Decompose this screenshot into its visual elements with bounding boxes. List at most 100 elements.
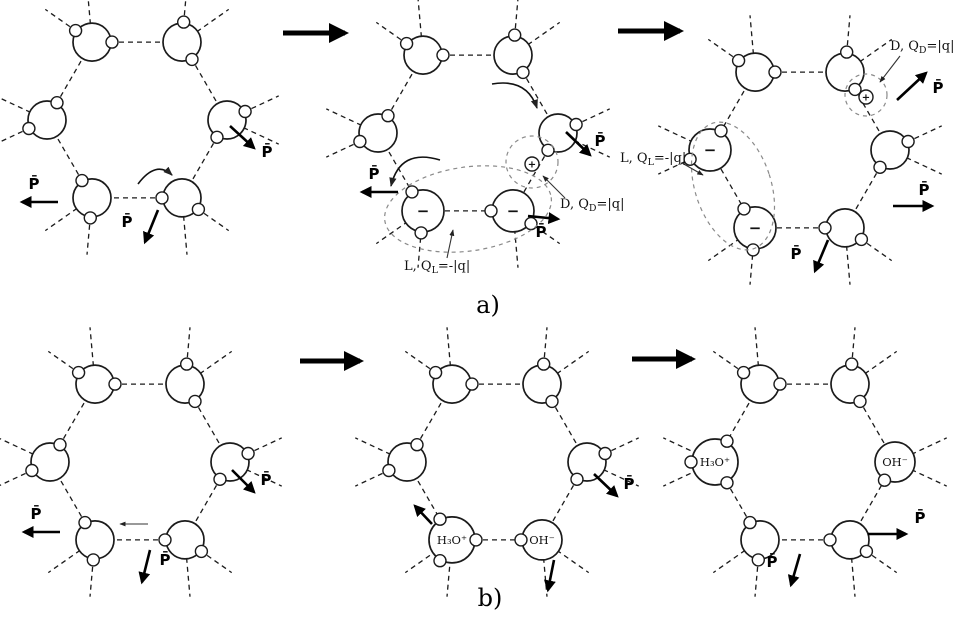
polarization-label: P̄ xyxy=(369,163,380,183)
hydrogen-atom xyxy=(768,65,782,79)
d-defect-plus: + xyxy=(858,89,874,105)
hydrogen-atom xyxy=(736,365,751,380)
l-defect-outline xyxy=(384,165,552,253)
hydrogen-atom xyxy=(78,515,92,530)
hydrogen-atom xyxy=(873,160,887,175)
hydrogen-atom xyxy=(469,533,483,547)
hydrogen-atom xyxy=(773,377,787,391)
water-molecule xyxy=(353,108,398,153)
water-molecule xyxy=(823,520,874,560)
hydrogen-atom xyxy=(433,554,447,568)
oxygen-atom xyxy=(30,442,70,482)
water-molecule xyxy=(493,28,533,80)
panel-b3: OH⁻H₃O⁺ xyxy=(663,327,947,597)
row-b-label: b) xyxy=(478,584,503,612)
hydrogen-atom xyxy=(194,544,209,559)
hydrogen-atom xyxy=(68,23,83,38)
hydrogen-atom xyxy=(683,152,697,167)
d-defect-plus: + xyxy=(524,156,540,172)
hydrogen-atom xyxy=(877,473,892,487)
l-defect-outline xyxy=(690,121,776,251)
hydrogen-atom xyxy=(213,472,227,486)
hydrogen-atom xyxy=(516,65,530,80)
rotation-arrow xyxy=(491,82,538,109)
d-defect-outline xyxy=(844,73,888,117)
oxygen-atom xyxy=(210,442,250,482)
hydrogen-atom xyxy=(241,446,255,461)
l-defect-minus-sign: − xyxy=(507,202,520,220)
hydrogen-atom xyxy=(238,104,252,119)
polarization-arrow xyxy=(787,553,802,588)
hydrogen-atom xyxy=(83,211,98,225)
hydrogen-atom xyxy=(541,143,555,158)
polarization-label: P̄ xyxy=(791,243,802,263)
hydrogen-atom xyxy=(598,446,612,461)
hydronium-label: H₃O⁺ xyxy=(700,455,730,469)
hydroxide-molecule: OH⁻ xyxy=(514,519,563,561)
l-defect-minus-sign: − xyxy=(417,202,430,220)
panel-b2: OH⁻ H₃O⁺ xyxy=(355,327,639,597)
polarization-label: P̄ xyxy=(536,221,547,241)
hydrogen-atom xyxy=(840,45,854,59)
oxygen-atom xyxy=(207,100,247,140)
d-defect-label: D, QD=|q| xyxy=(890,39,955,56)
hydrogen-atom xyxy=(751,553,765,567)
hydrogen-atom xyxy=(720,434,734,448)
polarization-arrow xyxy=(231,469,256,494)
hydroxide-label: OH⁻ xyxy=(529,533,555,547)
hydrogen-atom xyxy=(508,28,522,42)
hydrogen-atom xyxy=(854,232,869,247)
oxygen-atom xyxy=(870,130,910,170)
hydrogen-atom xyxy=(414,226,428,240)
hydrogen-atom xyxy=(71,365,86,380)
hydrogen-atom xyxy=(22,121,36,136)
l-defect-minus-sign: − xyxy=(704,141,717,159)
panel-b1 xyxy=(0,327,282,597)
polarization-arrow xyxy=(813,239,830,274)
l-defect-molecule: − xyxy=(401,185,445,240)
hydrogen-atom xyxy=(179,357,194,371)
polarization-label: P̄ xyxy=(919,179,930,199)
oxygen-atom xyxy=(874,441,916,483)
l-defect-label: L, QL=-|q| xyxy=(620,151,686,168)
rotation-arrow xyxy=(389,156,441,188)
polarization-arrow xyxy=(593,473,619,498)
hydrogen-atom xyxy=(720,476,734,490)
water-molecule xyxy=(22,95,67,140)
hydrogen-atom xyxy=(188,394,202,409)
hydrogen-atom xyxy=(684,455,698,469)
polarization-arrow xyxy=(138,549,152,585)
water-molecule xyxy=(522,357,562,409)
water-molecule xyxy=(428,364,479,404)
water-molecule xyxy=(207,100,252,145)
hydrogen-atom xyxy=(405,185,419,199)
l-defect-molecule: − xyxy=(733,202,777,257)
hydrogen-atom xyxy=(853,394,867,409)
hydrogen-atom xyxy=(108,377,122,391)
oxygen-atom xyxy=(27,100,67,140)
hydrogen-atom xyxy=(569,117,583,132)
hydrogen-atom xyxy=(53,438,67,452)
d-defect-label: D, QD=|q| xyxy=(560,197,625,214)
d-defect-plus-sign: + xyxy=(862,93,870,104)
hydronium-molecule: H₃O⁺ xyxy=(428,512,483,568)
hydrogen-atom xyxy=(743,515,757,530)
hydrogen-atom xyxy=(210,130,224,145)
hydrogen-atom xyxy=(537,357,551,371)
rotation-arrow xyxy=(137,166,173,185)
l-defect-label: L, QL=-|q| xyxy=(404,259,470,276)
panel-a2: −− xyxy=(326,0,610,268)
water-molecule xyxy=(155,178,206,218)
hydrogen-atom xyxy=(484,204,498,218)
water-molecule xyxy=(25,438,70,482)
polarization-arrow xyxy=(413,504,433,525)
hydrogen-atom xyxy=(155,191,169,205)
oxygen-atom xyxy=(358,113,398,153)
polarization-label: P̄ xyxy=(915,507,926,527)
annotation-arrow xyxy=(542,175,566,199)
hydrogen-atom xyxy=(737,202,751,216)
hydrogen-atom xyxy=(746,243,760,257)
water-molecule xyxy=(870,130,915,175)
